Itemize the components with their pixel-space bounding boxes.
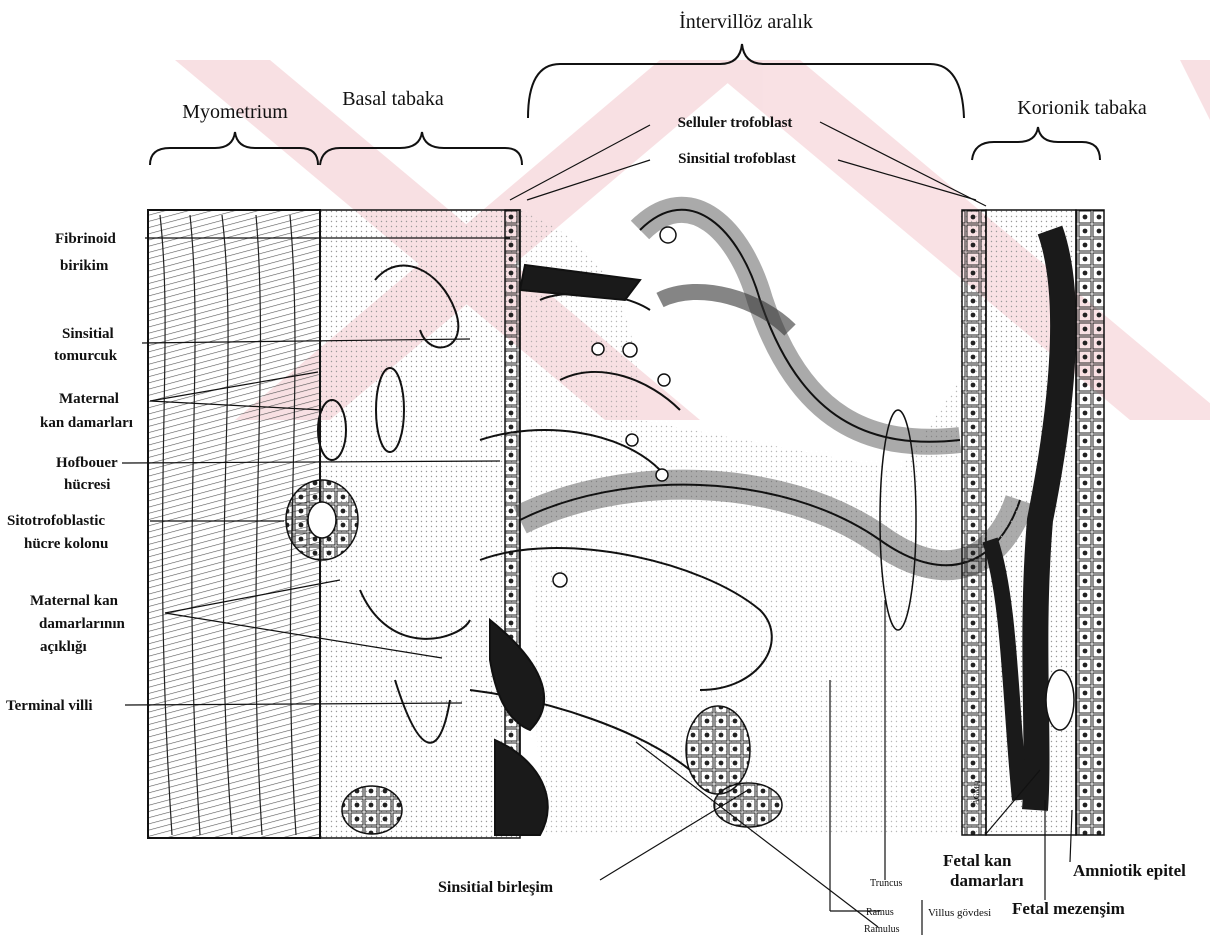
fetal-vessels-label-line1: Fetal kan — [943, 851, 1012, 870]
hofbauer-label-line1: Hofbouer — [56, 455, 118, 471]
fetal-vessels-label-line2: damarları — [950, 871, 1024, 890]
myometrium-label: Myometrium — [182, 101, 288, 123]
amniotic-epithelium-label: Amniotik epitel — [1073, 861, 1186, 880]
maternal-openings-label-line2: damarlarının — [39, 616, 125, 632]
chorionic-plate-label: Korionik tabaka — [1017, 97, 1147, 119]
cytotroph-column-label-line1: Sitotrofoblastic — [7, 513, 105, 529]
fetal-mesenchyme-label: Fetal mezenşim — [1012, 899, 1125, 918]
syncytial-bud-label-line1: Sinsitial — [62, 326, 114, 342]
maternal-vessels-label-line1: Maternal — [59, 391, 119, 407]
fibrinoid-label-line2: birikim — [60, 258, 109, 274]
hofbauer-label-line2: hücresi — [64, 477, 110, 493]
chorionic-trophoblast-lining — [962, 210, 986, 835]
bottom-labels: Sinsitial birleşim Truncus Ramus Ramulus… — [438, 851, 1186, 935]
basal-trophoblast-lining — [505, 210, 520, 835]
maternal-vessels-label-line2: kan damarları — [40, 415, 133, 431]
amniotic-cell — [1046, 670, 1074, 730]
basal-plate-label: Basal tabaka — [342, 88, 444, 110]
villus-stem-label: Villus gövdesi — [928, 907, 991, 919]
fibrinoid-label-line1: Fibrinoid — [55, 231, 117, 247]
amniotic-epithelium — [1076, 210, 1104, 835]
left-labels: Fibrinoid birikim Sinsitial tomurcuk Mat… — [6, 231, 133, 714]
cytotroph-column-label-line2: hücre kolonu — [24, 536, 108, 552]
syncytial-junction-label: Sinsitial birleşim — [438, 879, 554, 896]
maternal-openings-label-line3: açıklığı — [40, 639, 87, 655]
syncytial-trophoblast-label: Sinsitial trofoblast — [678, 151, 796, 167]
brace-chorionic — [972, 127, 1100, 160]
syncytial-bud-label-line2: tomurcuk — [54, 348, 118, 364]
ramus-label: Ramus — [866, 907, 894, 918]
tissue-block — [148, 210, 1104, 838]
truncus-label: Truncus — [870, 878, 903, 889]
stem-villus — [640, 210, 960, 442]
terminal-villi-label: Terminal villi — [6, 698, 93, 714]
maternal-openings-label-line1: Maternal kan — [30, 593, 119, 609]
ramulus-label: Ramulus — [864, 924, 900, 935]
cellular-trophoblast-label: Selluler trofoblast — [678, 115, 793, 131]
intervillous-space-label: İntervillöz aralık — [679, 10, 813, 33]
